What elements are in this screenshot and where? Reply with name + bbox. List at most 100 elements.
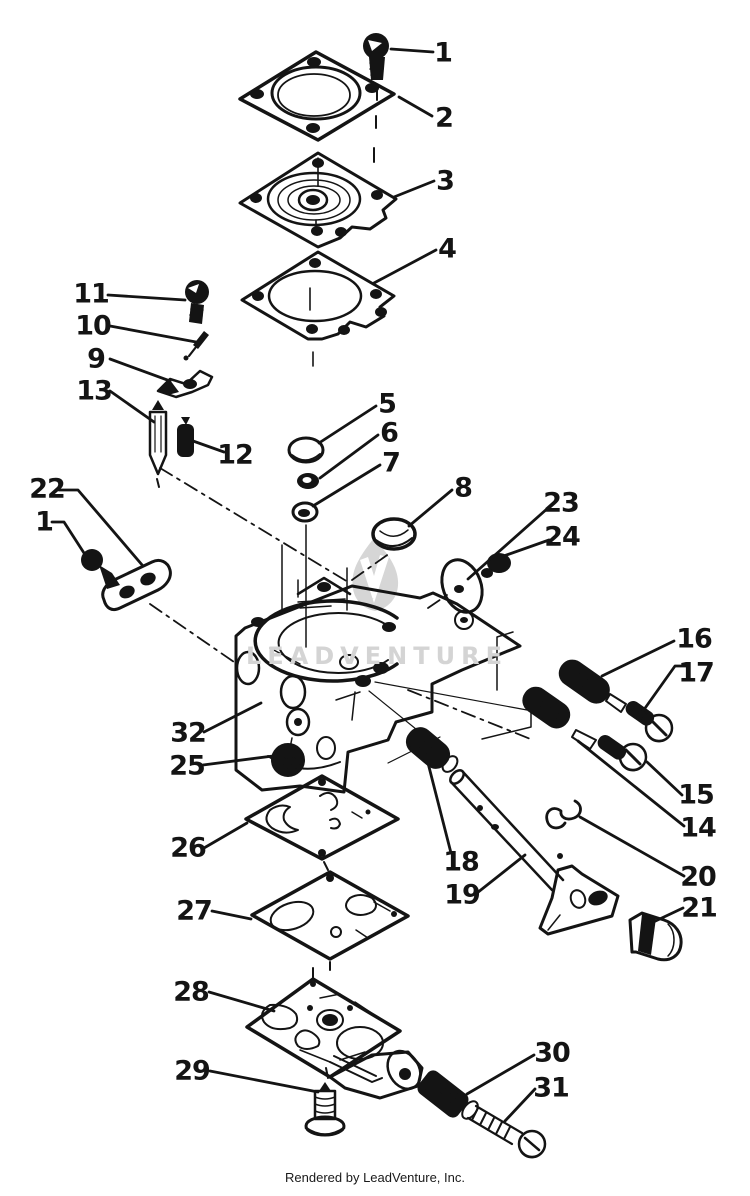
part-3-diaphragm (238, 151, 398, 249)
part-number-13: 13 (76, 376, 112, 407)
leader-line-8 (407, 488, 454, 528)
leader-line-22 (57, 488, 145, 568)
part-13-needle-valve (148, 400, 168, 488)
part-number-1: 1 (35, 507, 53, 538)
leader-line-14 (576, 739, 686, 828)
part-17-needle-screw (605, 693, 674, 743)
part-28-pump-body (245, 967, 424, 1100)
leader-line-31 (503, 1087, 537, 1123)
part-number-12: 12 (217, 440, 253, 471)
part-number-1: 1 (434, 38, 452, 69)
part-callouts: 1234567891011121314151617181920212212324… (29, 38, 718, 1123)
part-32-carburetor-body (234, 576, 522, 794)
part-number-23: 23 (543, 488, 579, 519)
part-25-filter-screen (271, 743, 305, 777)
leader-line-29 (208, 1069, 320, 1094)
rendered-by-credit: Rendered by LeadVenture, Inc. (285, 1170, 465, 1185)
part-number-31: 31 (533, 1073, 569, 1104)
part-number-22: 22 (29, 474, 65, 505)
part-number-7: 7 (382, 448, 400, 479)
leader-line-11 (106, 293, 187, 302)
part-7-plug (291, 501, 319, 523)
part-number-9: 9 (87, 344, 105, 375)
part-number-28: 28 (173, 977, 209, 1008)
part-number-14: 14 (680, 813, 716, 844)
part-20-clip (545, 799, 582, 830)
leader-line-24 (496, 538, 551, 560)
part-number-30: 30 (534, 1038, 570, 1069)
leader-line-6 (318, 433, 380, 480)
part-number-16: 16 (676, 624, 712, 655)
part-16-spring (558, 659, 610, 704)
part-23-disc (440, 558, 484, 614)
part-18-spring (405, 727, 459, 773)
leader-line-20 (578, 815, 686, 878)
part-number-15: 15 (678, 780, 714, 811)
part-1b-screw (81, 549, 120, 589)
part-number-27: 27 (176, 896, 212, 927)
part-number-20: 20 (680, 862, 716, 893)
part-number-24: 24 (544, 522, 580, 553)
part-number-32: 32 (170, 718, 206, 749)
part-22-bracket (101, 558, 172, 612)
part-31-idle-screw (466, 1104, 547, 1159)
part-5-welch-plug (287, 436, 325, 464)
part-19-throttle-shaft (449, 769, 620, 936)
leader-line-9 (108, 357, 172, 383)
part-8-welch-plug (371, 517, 417, 551)
leader-line-5 (317, 404, 378, 445)
leader-line-26 (202, 821, 249, 850)
leader-line-3 (392, 179, 436, 199)
part-number-18: 18 (443, 847, 479, 878)
part-30-knurled-plug (417, 1070, 479, 1120)
part-number-19: 19 (444, 880, 480, 911)
part-29-screw (304, 1067, 346, 1137)
leader-line-15 (645, 760, 684, 797)
leader-line-18 (426, 761, 453, 855)
leader-line-16 (600, 639, 676, 678)
leader-line-28 (207, 990, 276, 1013)
part-number-4: 4 (438, 234, 456, 265)
part-number-11: 11 (73, 279, 109, 310)
part-number-10: 10 (75, 311, 111, 342)
part-10-pin (183, 331, 209, 361)
part-number-3: 3 (436, 166, 454, 197)
part-number-5: 5 (378, 389, 396, 420)
leader-line-19 (475, 853, 527, 895)
leader-line-13 (108, 389, 156, 424)
leadventure-text-watermark: LEADVENTURE (246, 642, 508, 670)
part-24-plug (481, 553, 511, 578)
leader-line-12 (191, 439, 226, 454)
part-number-21: 21 (681, 893, 717, 924)
part-27-pump-gasket (250, 870, 410, 971)
part-26-pump-diaphragm (244, 774, 400, 871)
part-number-8: 8 (454, 473, 472, 504)
leader-line-4 (372, 248, 438, 285)
leader-line-2 (397, 95, 434, 118)
leader-line-7 (311, 463, 382, 508)
leader-line-30 (465, 1053, 536, 1096)
part-15-spring (522, 686, 571, 729)
part-number-17: 17 (678, 658, 714, 689)
part-4-gasket (240, 250, 396, 367)
part-2-diaphragm-cover (238, 50, 396, 142)
leader-line-1 (50, 520, 86, 555)
part-number-2: 2 (435, 103, 453, 134)
part-12-spring (177, 417, 194, 457)
leader-line-17 (641, 664, 689, 713)
leader-line-25 (201, 754, 275, 767)
part-number-29: 29 (174, 1056, 210, 1087)
part-number-26: 26 (170, 833, 206, 864)
leader-line-21 (645, 906, 685, 927)
leader-line-23 (466, 506, 550, 581)
part-11-screw (185, 280, 209, 324)
part-6-ring (297, 473, 319, 489)
leader-line-32 (202, 701, 263, 734)
leader-line-27 (210, 909, 253, 921)
part-9-lever (156, 369, 214, 399)
part-number-25: 25 (169, 751, 205, 782)
leader-line-1 (389, 47, 435, 54)
leader-line-10 (108, 324, 198, 344)
